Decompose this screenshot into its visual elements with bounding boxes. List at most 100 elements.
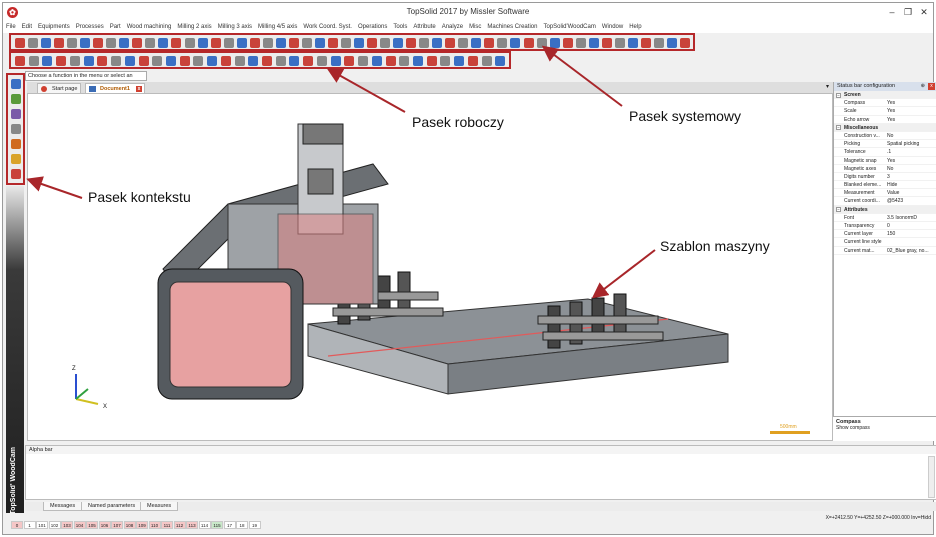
property-section[interactable]: −Miscellaneous [834,123,936,132]
property-row[interactable]: Construction v...No [834,132,936,141]
tb2-tool-icon[interactable] [467,56,478,66]
tb1-tool-icon[interactable] [575,38,586,48]
menu-item-16[interactable]: TopSolid'WoodCam [543,24,596,30]
tb1-tool-icon[interactable] [236,38,247,48]
tb2-tool-icon[interactable] [248,56,259,66]
tb1-tool-icon[interactable] [627,38,638,48]
property-value[interactable]: Yes [887,157,896,164]
tb2-tool-icon[interactable] [97,56,108,66]
maximize-button[interactable]: ❐ [903,7,913,17]
tb2-tool-icon[interactable] [15,56,25,66]
menu-item-1[interactable]: Edit [21,24,33,30]
tb2-tool-icon[interactable] [124,56,135,66]
tb1-tool-icon[interactable] [497,38,508,48]
tab-named-parameters[interactable]: Named parameters [81,502,143,511]
menu-item-6[interactable]: Milling 2 axis [177,24,212,30]
layer-button[interactable]: 103 [61,521,73,529]
tb2-tool-icon[interactable] [42,56,53,66]
tb2-tool-icon[interactable] [426,56,437,66]
tb1-tool-icon[interactable] [393,38,404,48]
layer-button[interactable]: 105 [86,521,98,529]
layer-button[interactable]: 18 [236,521,248,529]
layer-button[interactable]: 113 [186,521,198,529]
tb1-tool-icon[interactable] [93,38,104,48]
tb1-tool-icon[interactable] [340,38,351,48]
tb1-tool-icon[interactable] [380,38,391,48]
menu-item-17[interactable]: Window [601,24,624,30]
context-tool-icon[interactable] [11,94,21,104]
tb1-tool-icon[interactable] [288,38,299,48]
property-value[interactable]: Yes [887,108,896,115]
tb2-tool-icon[interactable] [220,56,231,66]
pin-icon[interactable]: ⊕ [920,83,925,89]
tb1-tool-icon[interactable] [666,38,677,48]
menu-item-11[interactable]: Tools [393,24,408,30]
tb2-tool-icon[interactable] [399,56,410,66]
property-value[interactable]: No [887,132,894,139]
tb2-tool-icon[interactable] [289,56,300,66]
property-value[interactable]: 0 [887,223,890,229]
layer-button[interactable]: 106 [98,521,111,529]
close-button[interactable]: ✕ [920,7,928,17]
tb2-tool-icon[interactable] [83,56,94,66]
tb1-tool-icon[interactable] [653,38,664,48]
tb2-tool-icon[interactable] [111,56,122,66]
tb1-tool-icon[interactable] [536,38,547,48]
menu-item-2[interactable]: Equipments [38,24,70,30]
property-row[interactable]: Blanked eleme...Hide [834,181,936,190]
tb2-tool-icon[interactable] [316,56,327,66]
tab-messages[interactable]: Messages [43,502,83,511]
layer-button[interactable]: 19 [248,521,261,529]
tb1-tool-icon[interactable] [184,38,195,48]
menu-item-7[interactable]: Milling 3 axis [217,24,253,30]
menu-item-8[interactable]: Milling 4/5 axis [258,24,298,30]
property-value[interactable]: Yes [887,100,896,107]
property-value[interactable]: 02_Blue gray, no... [887,247,929,254]
tb2-tool-icon[interactable] [358,56,369,66]
alpha-scrollbar[interactable] [928,456,935,498]
tb2-tool-icon[interactable] [412,56,423,66]
tb1-tool-icon[interactable] [445,38,456,48]
context-tool-icon[interactable] [11,79,21,89]
property-value[interactable]: Yes [887,116,896,123]
tb1-tool-icon[interactable] [197,38,208,48]
tb1-tool-icon[interactable] [301,38,312,48]
property-row[interactable]: Current mat...02_Blue gray, no... [834,247,936,255]
tb2-tool-icon[interactable] [165,56,176,66]
tb1-tool-icon[interactable] [54,38,65,48]
layer-button[interactable]: 109 [136,521,148,529]
context-tool-icon[interactable] [11,154,21,164]
tb2-tool-icon[interactable] [179,56,190,66]
property-value[interactable]: 3.5 IsonormD [887,214,918,221]
context-tool-icon[interactable] [11,169,21,179]
tb2-tool-icon[interactable] [152,56,163,66]
collapse-icon[interactable]: − [836,92,841,98]
tb1-tool-icon[interactable] [458,38,469,48]
collapse-icon[interactable]: − [836,125,841,131]
property-value[interactable]: 150 [887,231,896,238]
tb1-tool-icon[interactable] [314,38,325,48]
context-tool-icon[interactable] [11,139,21,149]
collapse-icon[interactable]: − [836,207,841,213]
tb1-tool-icon[interactable] [484,38,495,48]
property-row[interactable]: Tolerance.1 [834,148,936,157]
tb1-tool-icon[interactable] [601,38,612,48]
property-value[interactable]: Hide [887,182,898,189]
tb2-tool-icon[interactable] [138,56,149,66]
context-tool-icon[interactable] [11,124,21,134]
tb1-tool-icon[interactable] [406,38,417,48]
tb2-tool-icon[interactable] [234,56,245,66]
tb1-tool-icon[interactable] [432,38,443,48]
property-section[interactable]: −Attributes [834,205,936,214]
menu-item-18[interactable]: Help [629,24,642,30]
tb1-tool-icon[interactable] [275,38,286,48]
tb1-tool-icon[interactable] [132,38,143,48]
tb2-tool-icon[interactable] [481,56,492,66]
tb1-tool-icon[interactable] [679,38,690,48]
